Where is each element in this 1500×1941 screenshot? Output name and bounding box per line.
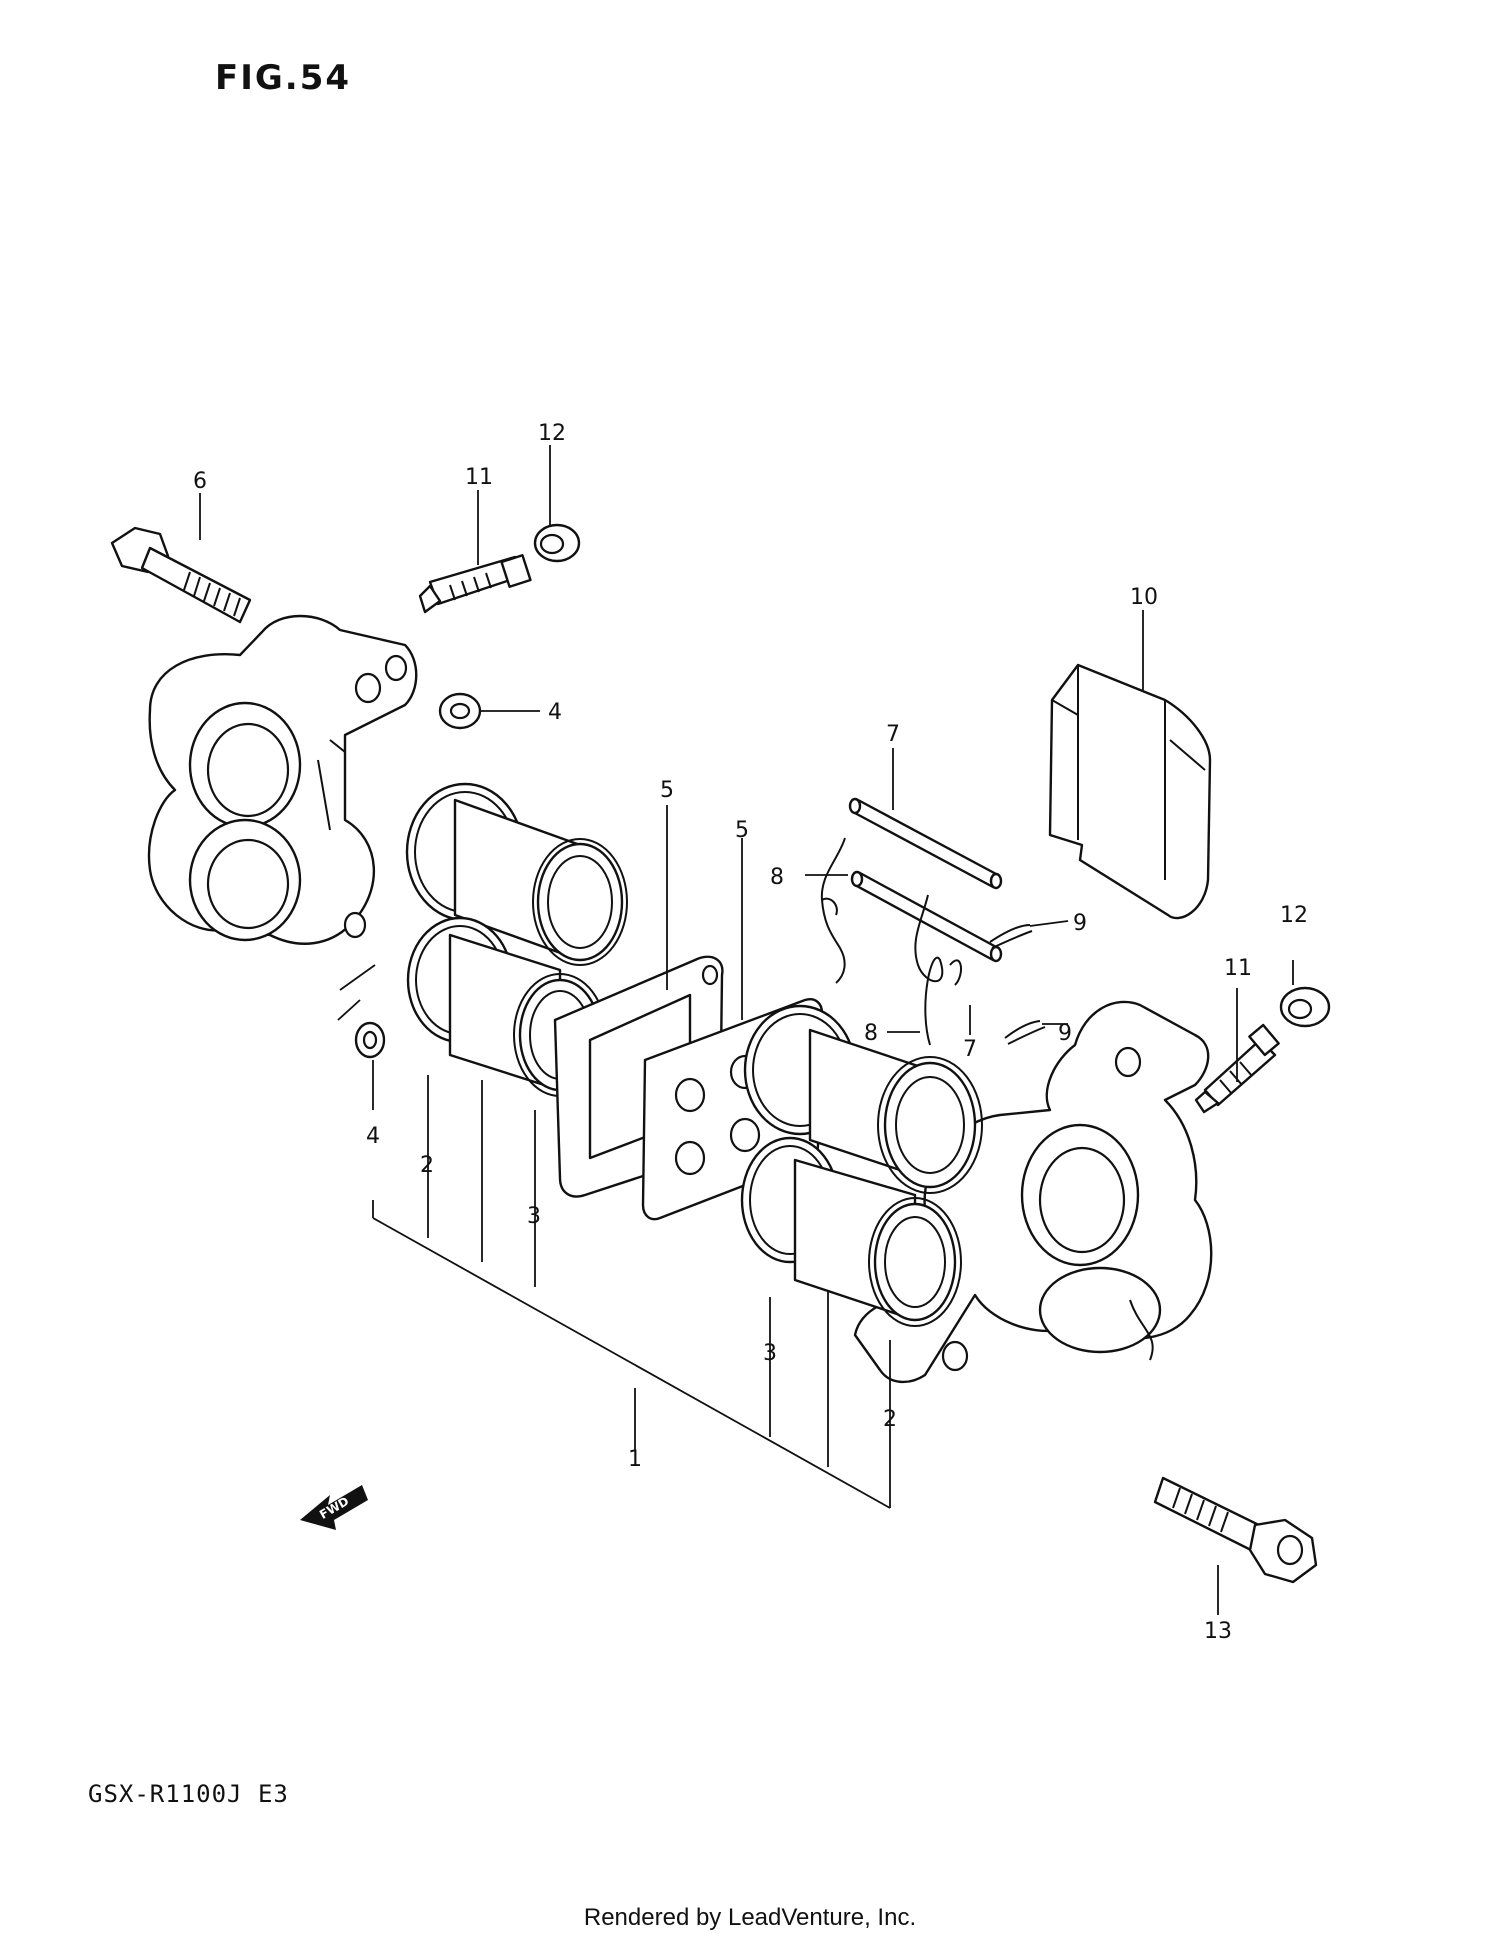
callout-12-lower: 12 [1280, 903, 1308, 928]
callout-8-upper: 8 [770, 865, 784, 890]
callout-6: 6 [193, 469, 207, 494]
callout-9-lower: 9 [1058, 1021, 1072, 1046]
callout-numbers: 12 11 6 4 10 7 5 5 8 9 12 11 8 9 7 4 2 3… [193, 421, 1308, 1644]
part-11-bleeder-valve-upper [418, 554, 532, 614]
callout-5-right: 5 [735, 818, 749, 843]
callout-4-lower: 4 [366, 1124, 380, 1149]
part-8-clip-upper [820, 837, 846, 984]
callout-2-left: 2 [420, 1153, 434, 1178]
callout-9-upper: 9 [1073, 911, 1087, 936]
callout-4-upper: 4 [548, 700, 562, 725]
part-7-pad-pin-lower [850, 870, 1003, 963]
render-credit: Rendered by LeadVenture, Inc. [583, 1904, 917, 1931]
part-9-cotter-pin-upper [989, 920, 1069, 949]
callout-11-upper: 11 [465, 465, 493, 490]
callout-1: 1 [628, 1447, 642, 1472]
callout-3-left: 3 [527, 1204, 541, 1229]
callout-3-right: 3 [763, 1341, 777, 1366]
part-4-washer-upper [438, 692, 482, 730]
part-7-pad-pin-upper [848, 797, 1003, 890]
callout-7-lower: 7 [963, 1037, 977, 1062]
leader-lines [199, 445, 1294, 1615]
callout-10: 10 [1130, 585, 1158, 610]
part-11-bleeder-valve-lower [1194, 1023, 1280, 1114]
figure-title: FIG.54 [215, 58, 352, 98]
callout-7-upper: 7 [886, 722, 900, 747]
part-9-cotter-pin-lower [1004, 1020, 1068, 1045]
fwd-arrow-icon: FWD [300, 1485, 368, 1530]
part-13-bolt [1153, 1476, 1318, 1584]
callout-13: 13 [1204, 1619, 1232, 1644]
part-4-washer-lower [337, 964, 386, 1059]
model-code: GSX-R1100J E3 [88, 1780, 289, 1808]
callout-12-upper: 12 [538, 421, 566, 446]
part-8-clip-lower [914, 894, 962, 1046]
callout-2-right: 2 [883, 1407, 897, 1432]
part-12-cap-lower [1279, 986, 1331, 1028]
part-12-cap-upper [533, 523, 581, 563]
callout-11-lower: 11 [1224, 956, 1252, 981]
part-6-bolt [110, 526, 252, 624]
callout-5-left: 5 [660, 778, 674, 803]
callout-8-lower: 8 [864, 1021, 878, 1046]
part-10-pad-spring [1048, 663, 1212, 920]
right-pistons-and-seals [740, 1004, 983, 1327]
left-caliper-housing [147, 614, 418, 945]
